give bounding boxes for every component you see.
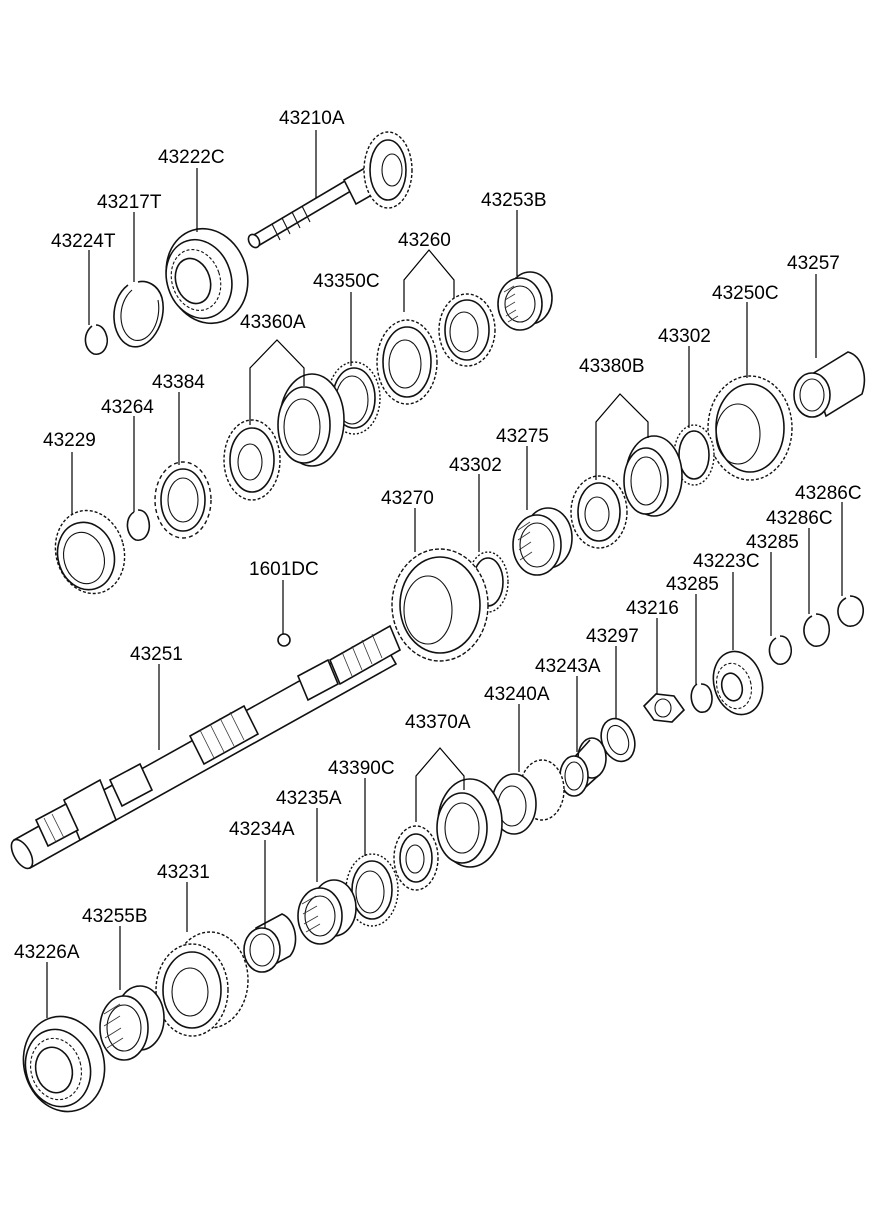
snap-ring-43286C-inner-drawing [803, 613, 830, 647]
part-label[interactable]: 43226A [14, 942, 80, 963]
part-label[interactable]: 43260 [398, 230, 451, 251]
part-label[interactable]: 1601DC [249, 559, 319, 580]
needle-bearing-43235A-drawing [297, 879, 357, 945]
snap-ring-43224T-drawing [84, 324, 109, 355]
part-label[interactable]: 43302 [449, 455, 502, 476]
part-label[interactable]: 43380B [579, 356, 645, 377]
bearing-43223C-drawing [712, 650, 764, 716]
part-label[interactable]: 43217T [97, 192, 162, 213]
gear-43240A-drawing [491, 759, 565, 835]
sync-assembly-43360A-drawing [223, 373, 345, 501]
part-label[interactable]: 43360A [240, 312, 306, 333]
part-label[interactable]: 43240A [484, 684, 550, 705]
part-label[interactable]: 43223C [693, 551, 760, 572]
part-label[interactable]: 43243A [535, 656, 601, 677]
part-label[interactable]: 43384 [152, 372, 205, 393]
bearing-43222C-drawing [165, 227, 249, 325]
part-label[interactable]: 43234A [229, 819, 295, 840]
part-label[interactable]: 43350C [313, 271, 380, 292]
needle-bearing-43253B-drawing [497, 271, 553, 331]
part-label[interactable]: 43210A [279, 108, 345, 129]
part-label[interactable]: 43229 [43, 430, 96, 451]
snap-ring-43285-outer-drawing [768, 635, 793, 665]
sync-ring-43302-upper-drawing [673, 424, 715, 486]
gear-43231-drawing [155, 931, 249, 1037]
part-label[interactable]: 43253B [481, 190, 547, 211]
snap-ring-43286C-outer-drawing [837, 595, 864, 627]
part-label[interactable]: 43370A [405, 712, 471, 733]
leader-lines [46, 130, 843, 1018]
part-label[interactable]: 43250C [712, 283, 779, 304]
sleeve-43257-drawing [793, 351, 866, 418]
part-label[interactable]: 43251 [130, 644, 183, 665]
part-label[interactable]: 43302 [658, 326, 711, 347]
gear-43270-drawing [391, 548, 489, 662]
gear-43250C-drawing [707, 375, 793, 481]
needle-bearing-43275-drawing [512, 507, 573, 576]
part-shapes [10, 131, 866, 1113]
part-label[interactable]: 43257 [787, 253, 840, 274]
part-label[interactable]: 43286C [795, 483, 862, 504]
bushing-43234A-drawing [243, 913, 297, 973]
part-label[interactable]: 43235A [276, 788, 342, 809]
nut-43216-drawing [642, 693, 686, 723]
part-label[interactable]: 43264 [101, 397, 154, 418]
part-label[interactable]: 43224T [51, 231, 116, 252]
part-label[interactable]: 43275 [496, 426, 549, 447]
part-label[interactable]: 43286C [766, 508, 833, 529]
part-label[interactable]: 43222C [158, 147, 225, 168]
part-labels: 43210A 43222C 43217T 43224T 43253B 43260… [14, 108, 862, 963]
part-label[interactable]: 43285 [746, 532, 799, 553]
part-label[interactable]: 43297 [586, 626, 639, 647]
part-label[interactable]: 43231 [157, 862, 210, 883]
snap-ring-43285-inner-drawing [690, 683, 713, 713]
part-label[interactable]: 43216 [626, 598, 679, 619]
snap-ring-43217T-drawing [113, 280, 164, 348]
part-label[interactable]: 43255B [82, 906, 148, 927]
sync-ring-43390C-drawing [345, 853, 399, 927]
part-label[interactable]: 43285 [666, 574, 719, 595]
sync-ring-43384-drawing [154, 461, 212, 539]
input-shaft-drawing [247, 131, 413, 249]
gear-43260-drawing [376, 293, 496, 405]
part-label[interactable]: 43270 [381, 488, 434, 509]
bushing-43243A-drawing [559, 737, 607, 797]
bearing-43226A-drawing [22, 1015, 106, 1113]
sync-assembly-43370A-drawing [393, 778, 503, 891]
part-label[interactable]: 43390C [328, 758, 395, 779]
needle-bearing-43255B-drawing [99, 985, 165, 1061]
main-shaft-drawing [10, 624, 402, 870]
snap-ring-43264-drawing [126, 509, 151, 541]
ball-1601DC-drawing [277, 633, 291, 647]
ring-43229-drawing [54, 509, 126, 595]
sync-assembly-43380B-drawing [570, 435, 683, 549]
